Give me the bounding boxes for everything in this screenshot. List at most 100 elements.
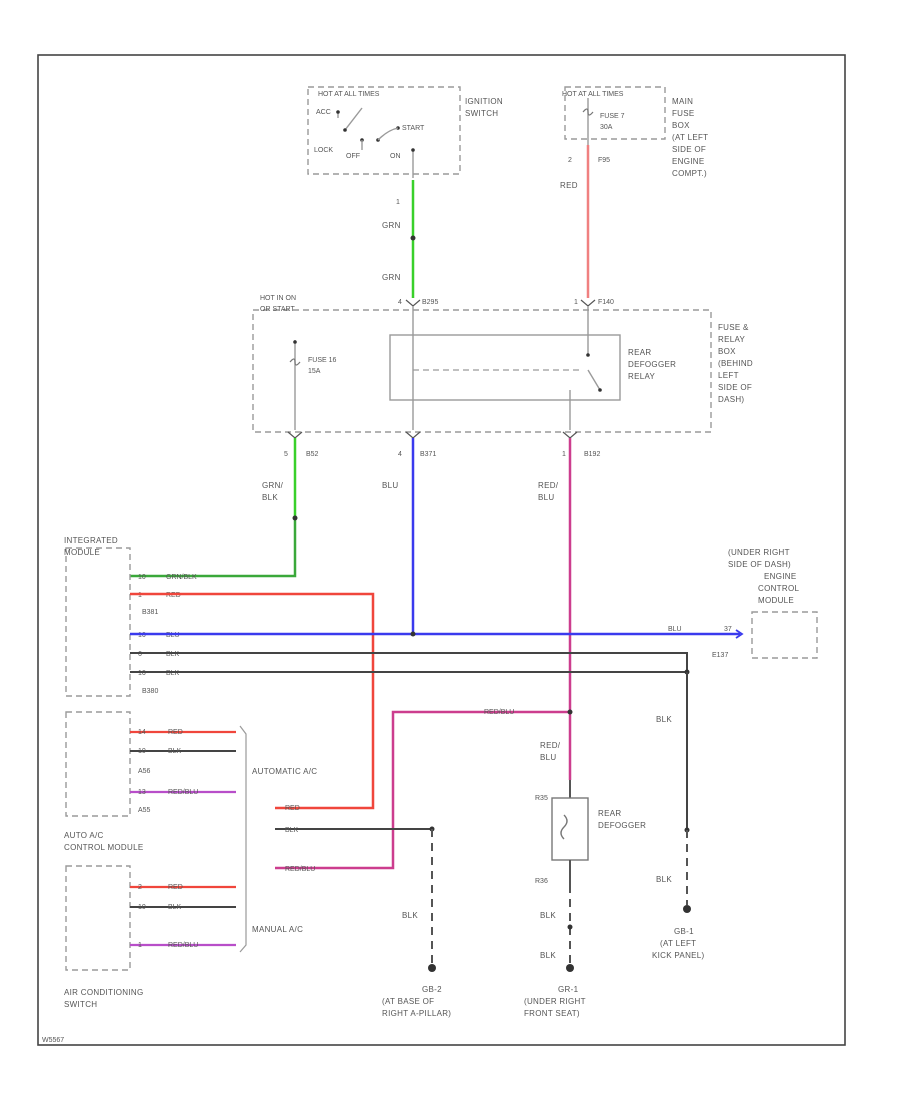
wire-red-blu-4: BLU bbox=[540, 753, 556, 762]
gb2-name: GB-2 bbox=[422, 985, 442, 994]
ignition-lock: LOCK bbox=[314, 147, 333, 154]
sw-wire-a: RED bbox=[168, 884, 183, 891]
wire-red-integrated bbox=[130, 592, 375, 810]
main-fuse-pin: 2 bbox=[568, 157, 572, 164]
main-fuse-desc-5: SIDE OF bbox=[672, 145, 706, 154]
relay-desc-2: RELAY bbox=[718, 335, 746, 344]
gr1-name: GR-1 bbox=[558, 985, 579, 994]
ac-auto-label: AUTOMATIC A/C bbox=[252, 767, 317, 776]
wire-grn-ignition: GRN GRN 1 bbox=[382, 180, 416, 298]
wire-blk-1: BLK bbox=[656, 715, 672, 724]
ignition-name-1: IGNITION bbox=[465, 97, 503, 106]
wire-blk-5: BLK bbox=[540, 951, 556, 960]
wire-red-blu-3: RED/ bbox=[540, 741, 561, 750]
gr1-desc-1: (UNDER RIGHT bbox=[524, 997, 586, 1006]
relay-desc-7: DASH) bbox=[718, 395, 744, 404]
integrated-wire-c: BLU bbox=[166, 632, 180, 639]
sw-name-2: SWITCH bbox=[64, 1000, 97, 1009]
relay-relay-1: REAR bbox=[628, 348, 651, 357]
diagram-frame bbox=[37, 54, 846, 1046]
ac-manual-label: MANUAL A/C bbox=[252, 925, 303, 934]
ecm-desc-4: CONTROL bbox=[758, 584, 799, 593]
relay-pin-a: 5 bbox=[284, 451, 288, 458]
ac-name-2: CONTROL MODULE bbox=[64, 843, 143, 852]
ecm-desc-5: MODULE bbox=[758, 596, 794, 605]
wire-grn-2: GRN bbox=[382, 273, 401, 282]
wire-ign-pin: 1 bbox=[396, 199, 400, 206]
main-fuse-desc-1: MAIN bbox=[672, 97, 693, 106]
relay-fuse-1: FUSE 16 bbox=[308, 357, 337, 364]
defogger-name-1: REAR bbox=[598, 809, 621, 818]
junction-red-blu: RED/BLU bbox=[285, 866, 315, 873]
relay-pin-c: 1 bbox=[562, 451, 566, 458]
integrated-module: INTEGRATED MODULE 10 GRN/BLK 1 RED B381 … bbox=[64, 536, 197, 697]
wire-blu-1: BLU bbox=[382, 481, 398, 490]
gb1-desc-1: (AT LEFT bbox=[660, 939, 696, 948]
ecm-conn: E137 bbox=[712, 652, 728, 659]
relay-hot-label-1: HOT IN ON bbox=[260, 295, 296, 302]
integrated-name-2: MODULE bbox=[64, 548, 100, 557]
main-fuse-desc-4: (AT LEFT bbox=[672, 133, 708, 142]
ignition-off: OFF bbox=[346, 153, 360, 160]
wire-grn-blk-2: BLK bbox=[262, 493, 278, 502]
relay-desc-1: FUSE & bbox=[718, 323, 749, 332]
ecm-desc-3: ENGINE bbox=[764, 572, 796, 581]
relay-pin-right-top: 1 bbox=[574, 299, 578, 306]
relay-conn-b: B371 bbox=[420, 451, 436, 458]
relay-desc-3: BOX bbox=[718, 347, 736, 356]
ac-wire-c: RED/BLU bbox=[168, 789, 198, 796]
relay-relay-3: RELAY bbox=[628, 372, 656, 381]
sw-pin-a: 2 bbox=[138, 884, 142, 891]
gr1-desc-2: FRONT SEAT) bbox=[524, 1009, 580, 1018]
main-fuse-desc-2: FUSE bbox=[672, 109, 695, 118]
air-conditioning-switch: 2 RED 10 BLK 1 RED/BLU AIR CONDITIONING … bbox=[64, 865, 236, 1009]
integrated-conn-bottom: B380 bbox=[142, 688, 158, 695]
ecm-wire: BLU bbox=[668, 626, 682, 633]
integrated-wire-d: BLK bbox=[166, 651, 180, 658]
ignition-acc: ACC bbox=[316, 109, 331, 116]
ac-pin-b: 10 bbox=[138, 748, 146, 755]
sw-name-1: AIR CONDITIONING bbox=[64, 988, 143, 997]
ecm-desc-2: SIDE OF DASH) bbox=[728, 560, 791, 569]
wire-red-blu-2: BLU bbox=[538, 493, 554, 502]
ecm-desc-1: (UNDER RIGHT bbox=[728, 548, 790, 557]
wire-red-1: RED bbox=[560, 181, 578, 190]
ac-wire-a: RED bbox=[168, 729, 183, 736]
wire-grn-blk-1: GRN/ bbox=[262, 481, 284, 490]
ac-pin-a: 14 bbox=[138, 729, 146, 736]
wire-blk-gb1: BLK BLK bbox=[656, 672, 690, 905]
relay-pin-left-top: 4 bbox=[398, 299, 402, 306]
auto-ac-module: 14 RED 10 BLK A56 13 RED/BLU A55 AUTO A/… bbox=[64, 711, 317, 953]
blu-junction bbox=[410, 631, 416, 637]
integrated-pin-e: 16 bbox=[138, 670, 146, 677]
wire-grn-blk: GRN/ BLK bbox=[130, 438, 298, 578]
main-fuse-fuse-1: FUSE 7 bbox=[600, 113, 625, 120]
main-fuse-desc-6: ENGINE bbox=[672, 157, 704, 166]
wire-red-blu-1: RED/ bbox=[538, 481, 559, 490]
sw-wire-c: RED/BLU bbox=[168, 942, 198, 949]
wire-blk-integrated-1 bbox=[130, 652, 688, 672]
integrated-wire-a: GRN/BLK bbox=[166, 574, 197, 581]
relay-conn-left: B295 bbox=[422, 299, 438, 306]
relay-conn-c: B192 bbox=[584, 451, 600, 458]
relay-desc-4: (BEHIND bbox=[718, 359, 753, 368]
ecm-arrow bbox=[735, 629, 744, 639]
main-fuse-desc-7: COMPT.) bbox=[672, 169, 707, 178]
gb1-name: GB-1 bbox=[674, 927, 694, 936]
ac-conn-b: A55 bbox=[138, 807, 151, 814]
integrated-wire-b: RED bbox=[166, 592, 181, 599]
relay-conn-a: B52 bbox=[306, 451, 319, 458]
ecm-pin: 37 bbox=[724, 626, 732, 633]
main-fuse-box: HOT AT ALL TIMES FUSE 7 30A MAIN FUSE BO… bbox=[562, 86, 708, 178]
integrated-wire-e: BLK bbox=[166, 670, 180, 677]
ground-gb2: GB-2 (AT BASE OF RIGHT A-PILLAR) bbox=[382, 964, 451, 1018]
fuse-relay-box: HOT IN ON OR START 4 B295 1 F140 FUSE 16… bbox=[252, 295, 753, 458]
integrated-pin-d: 6 bbox=[138, 651, 142, 658]
ignition-on: ON bbox=[390, 153, 401, 160]
relay-conn-right: F140 bbox=[598, 299, 614, 306]
engine-control-module: (UNDER RIGHT SIDE OF DASH) ENGINE CONTRO… bbox=[668, 548, 818, 659]
wire-red-blu-mid: RED/BLU bbox=[484, 709, 514, 716]
ac-pin-c: 13 bbox=[138, 789, 146, 796]
relay-pin-b: 4 bbox=[398, 451, 402, 458]
